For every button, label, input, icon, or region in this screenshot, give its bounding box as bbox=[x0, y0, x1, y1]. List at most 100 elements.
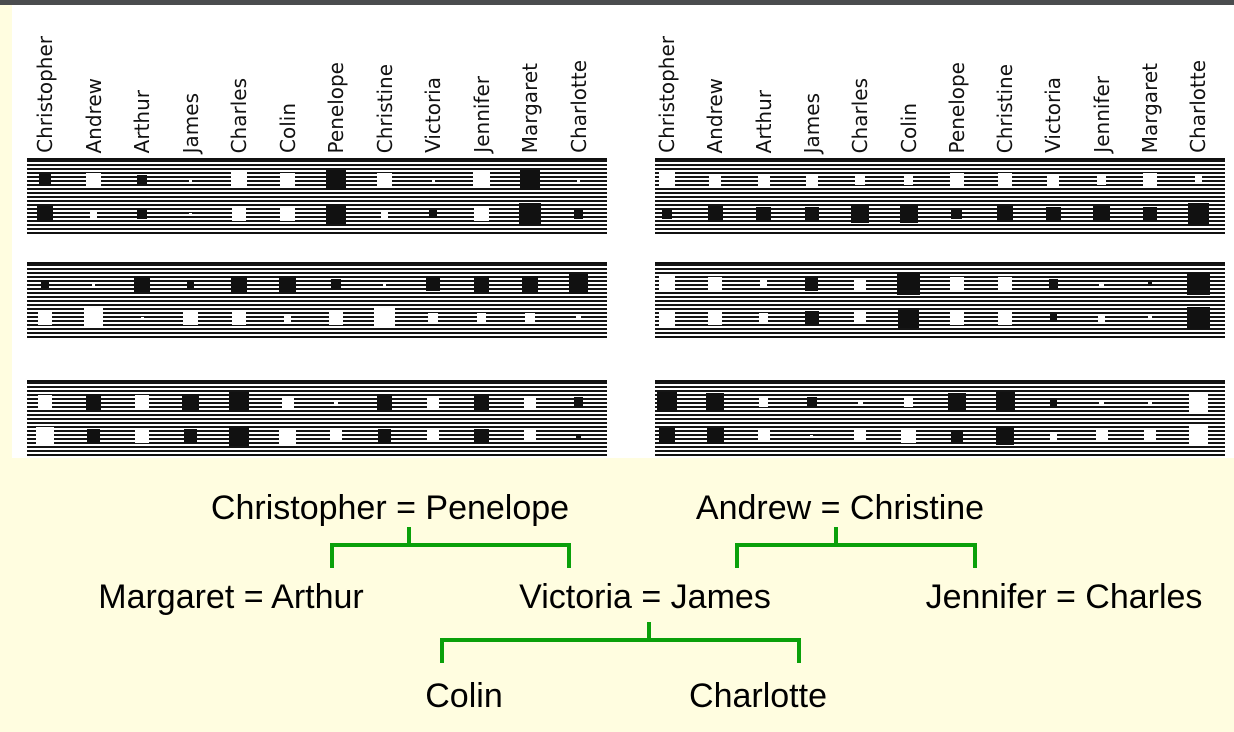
positive-weight-square bbox=[758, 313, 769, 323]
positive-weight-square bbox=[525, 313, 535, 323]
weight-band bbox=[27, 158, 607, 234]
positive-weight-square bbox=[431, 178, 435, 182]
negative-weight-square bbox=[473, 276, 490, 292]
positive-weight-square bbox=[230, 171, 248, 189]
positive-weight-square bbox=[283, 314, 292, 322]
negative-weight-square bbox=[851, 205, 870, 223]
weight-band bbox=[655, 158, 1225, 234]
column-label: Charlotte bbox=[1186, 60, 1211, 153]
negative-weight-square bbox=[804, 310, 820, 326]
negative-weight-square bbox=[997, 206, 1013, 222]
positive-weight-square bbox=[328, 310, 344, 326]
positive-weight-square bbox=[709, 174, 722, 186]
positive-weight-square bbox=[1047, 174, 1060, 186]
couple-victoria-james: Victoria = James bbox=[519, 578, 771, 616]
tree-line-drop-2b bbox=[973, 543, 977, 568]
positive-weight-square bbox=[576, 315, 581, 321]
negative-weight-square bbox=[183, 429, 198, 443]
negative-weight-square bbox=[756, 206, 771, 222]
negative-weight-square bbox=[1049, 398, 1057, 406]
negative-weight-square bbox=[1093, 205, 1111, 223]
negative-weight-square bbox=[706, 427, 724, 445]
negative-weight-square bbox=[37, 206, 53, 222]
positive-weight-square bbox=[810, 434, 814, 438]
positive-weight-square bbox=[903, 397, 914, 407]
negative-weight-square bbox=[707, 206, 724, 222]
negative-weight-square bbox=[1049, 314, 1057, 322]
column-label: Margaret bbox=[1138, 62, 1162, 153]
tree-line-drop-1a bbox=[330, 543, 334, 568]
positive-weight-square bbox=[1095, 430, 1108, 442]
column-label: Victoria bbox=[1041, 77, 1066, 153]
positive-weight-square bbox=[658, 171, 676, 189]
positive-weight-square bbox=[1147, 399, 1153, 405]
negative-weight-square bbox=[136, 174, 148, 186]
positive-weight-square bbox=[760, 280, 768, 288]
positive-weight-square bbox=[383, 282, 386, 286]
positive-weight-square bbox=[997, 172, 1013, 188]
negative-weight-square bbox=[573, 209, 584, 219]
positive-weight-square bbox=[476, 313, 487, 323]
positive-weight-square bbox=[854, 312, 867, 324]
column-label: Colin bbox=[896, 103, 921, 153]
negative-weight-square bbox=[133, 275, 151, 293]
tree-line-drop-3a bbox=[440, 638, 444, 663]
negative-weight-square bbox=[1143, 207, 1157, 221]
tree-line-stem-3 bbox=[647, 622, 651, 641]
positive-weight-square bbox=[134, 394, 150, 410]
positive-weight-square bbox=[89, 210, 98, 218]
negative-weight-square bbox=[947, 393, 966, 411]
positive-weight-square bbox=[708, 276, 723, 292]
positive-weight-square bbox=[658, 275, 676, 293]
positive-weight-square bbox=[903, 175, 914, 185]
positive-weight-square bbox=[92, 282, 95, 286]
child-charlotte: Charlotte bbox=[689, 677, 827, 715]
positive-weight-square bbox=[428, 313, 438, 323]
positive-weight-square bbox=[854, 278, 867, 290]
positive-weight-square bbox=[330, 430, 342, 442]
positive-weight-square bbox=[901, 428, 916, 444]
negative-weight-square bbox=[568, 274, 589, 294]
weight-band bbox=[27, 380, 607, 456]
couple-margaret-arthur: Margaret = Arthur bbox=[98, 578, 364, 616]
negative-weight-square bbox=[899, 205, 918, 223]
positive-weight-square bbox=[189, 212, 192, 216]
positive-weight-square bbox=[997, 276, 1013, 292]
tree-line-bar-3 bbox=[440, 638, 801, 642]
negative-weight-square bbox=[659, 428, 675, 444]
weight-band bbox=[27, 262, 607, 338]
positive-weight-square bbox=[758, 397, 769, 407]
negative-weight-square bbox=[377, 429, 392, 443]
tree-line-bar-2 bbox=[735, 543, 977, 547]
column-label: James bbox=[178, 92, 203, 153]
positive-weight-square bbox=[231, 310, 247, 326]
positive-weight-square bbox=[757, 174, 770, 186]
positive-weight-square bbox=[854, 430, 867, 442]
column-label: Christopher bbox=[33, 36, 57, 153]
negative-weight-square bbox=[522, 276, 538, 292]
column-label: Jennifer bbox=[469, 76, 494, 153]
positive-weight-square bbox=[380, 210, 389, 218]
positive-weight-square bbox=[474, 206, 489, 222]
positive-weight-square bbox=[997, 310, 1013, 326]
column-label: Penelope bbox=[944, 61, 969, 153]
column-label: Penelope bbox=[324, 61, 348, 153]
positive-weight-square bbox=[1194, 176, 1202, 184]
negative-weight-square bbox=[425, 276, 441, 292]
negative-weight-square bbox=[326, 170, 346, 190]
positive-weight-square bbox=[949, 276, 964, 292]
positive-weight-square bbox=[1147, 315, 1153, 321]
weight-band bbox=[655, 380, 1225, 456]
negative-weight-square bbox=[520, 170, 540, 190]
column-label: Christine bbox=[372, 63, 397, 153]
negative-weight-square bbox=[657, 392, 677, 412]
tree-line-stem-1 bbox=[407, 527, 411, 546]
negative-weight-square bbox=[805, 277, 819, 291]
positive-weight-square bbox=[708, 310, 723, 326]
positive-weight-square bbox=[279, 427, 296, 445]
column-label: Arthur bbox=[130, 89, 154, 153]
positive-weight-square bbox=[37, 310, 53, 326]
positive-weight-square bbox=[427, 396, 439, 408]
negative-weight-square bbox=[186, 280, 195, 288]
column-label: Margaret bbox=[518, 62, 542, 153]
